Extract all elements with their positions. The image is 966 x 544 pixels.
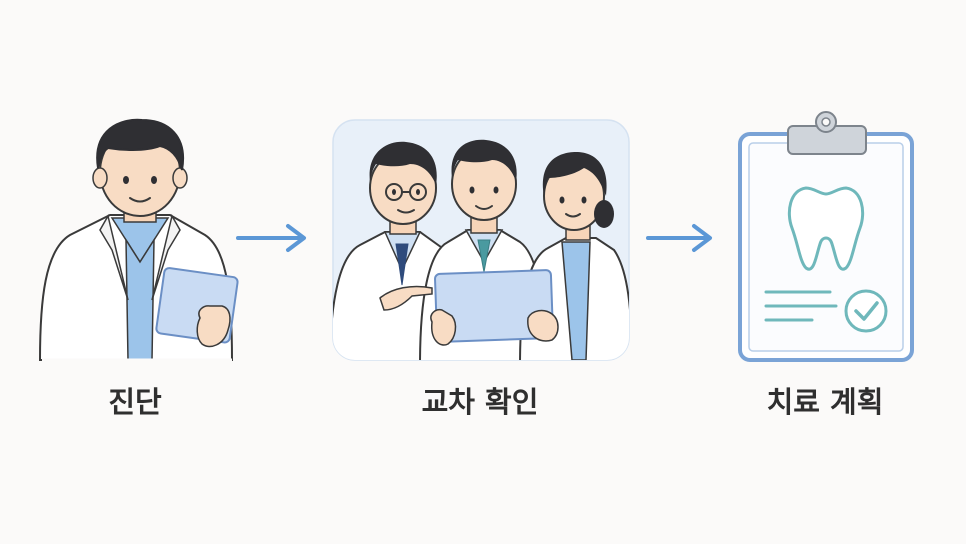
- step-label-diagnosis: 진단: [108, 385, 162, 419]
- step-label-cross-check: 교차 확인: [421, 385, 539, 419]
- arrow-right-icon: [236, 224, 306, 252]
- doctor-with-tablet-icon: [38, 118, 239, 362]
- arrow-right-icon: [646, 224, 712, 252]
- clipboard-tooth-plan-icon: [738, 111, 914, 362]
- step-label-treatment-plan: 치료 계획: [766, 385, 884, 419]
- doctors-team-review-icon: [332, 119, 630, 361]
